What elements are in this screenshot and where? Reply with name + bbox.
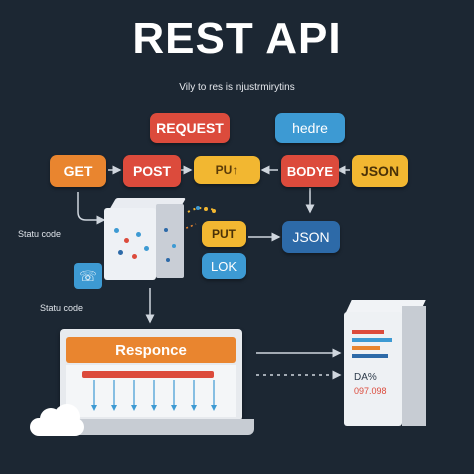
response-title: Responce	[115, 341, 187, 359]
cloud-icon	[30, 404, 86, 438]
hedre-node: hedre	[275, 113, 345, 143]
response-arrow-head	[131, 405, 137, 411]
put-node: PUT	[202, 221, 246, 247]
bodye-node: BODYE	[281, 155, 339, 187]
json-mid-node: JSON	[282, 221, 340, 253]
server-label-2: 097.098	[354, 386, 387, 396]
status-code-caption: Statu code	[18, 229, 62, 239]
phone-icon: ☏	[74, 263, 102, 289]
json-top-node: JSON	[352, 155, 408, 187]
post-node: POST	[123, 155, 181, 187]
signal-dot	[196, 206, 200, 210]
status-code-caption-2: Statu code	[40, 303, 84, 313]
server-cube-icon	[104, 198, 188, 284]
page-subtitle: Vily to res is njustrmirytins	[179, 82, 295, 93]
laptop-base	[50, 419, 254, 435]
response-arrow-head	[111, 405, 117, 411]
response-arrow-head	[151, 405, 157, 411]
signal-dot	[212, 209, 216, 213]
pu-node: PU↑	[194, 156, 260, 184]
page-title: REST API	[132, 14, 342, 63]
server-label-1: DA%	[354, 372, 377, 383]
response-arrow-head	[91, 405, 97, 411]
get-node: GET	[50, 155, 106, 187]
request-node: REQUEST	[150, 113, 230, 143]
lok-node: LOK	[202, 253, 246, 279]
response-arrow-head	[211, 405, 217, 411]
response-arrow-head	[191, 405, 197, 411]
response-laptop: Responce	[60, 329, 242, 421]
response-arrow-head	[171, 405, 177, 411]
signal-dot	[204, 207, 208, 211]
server-tower-icon: DA% 097.098	[344, 300, 426, 430]
